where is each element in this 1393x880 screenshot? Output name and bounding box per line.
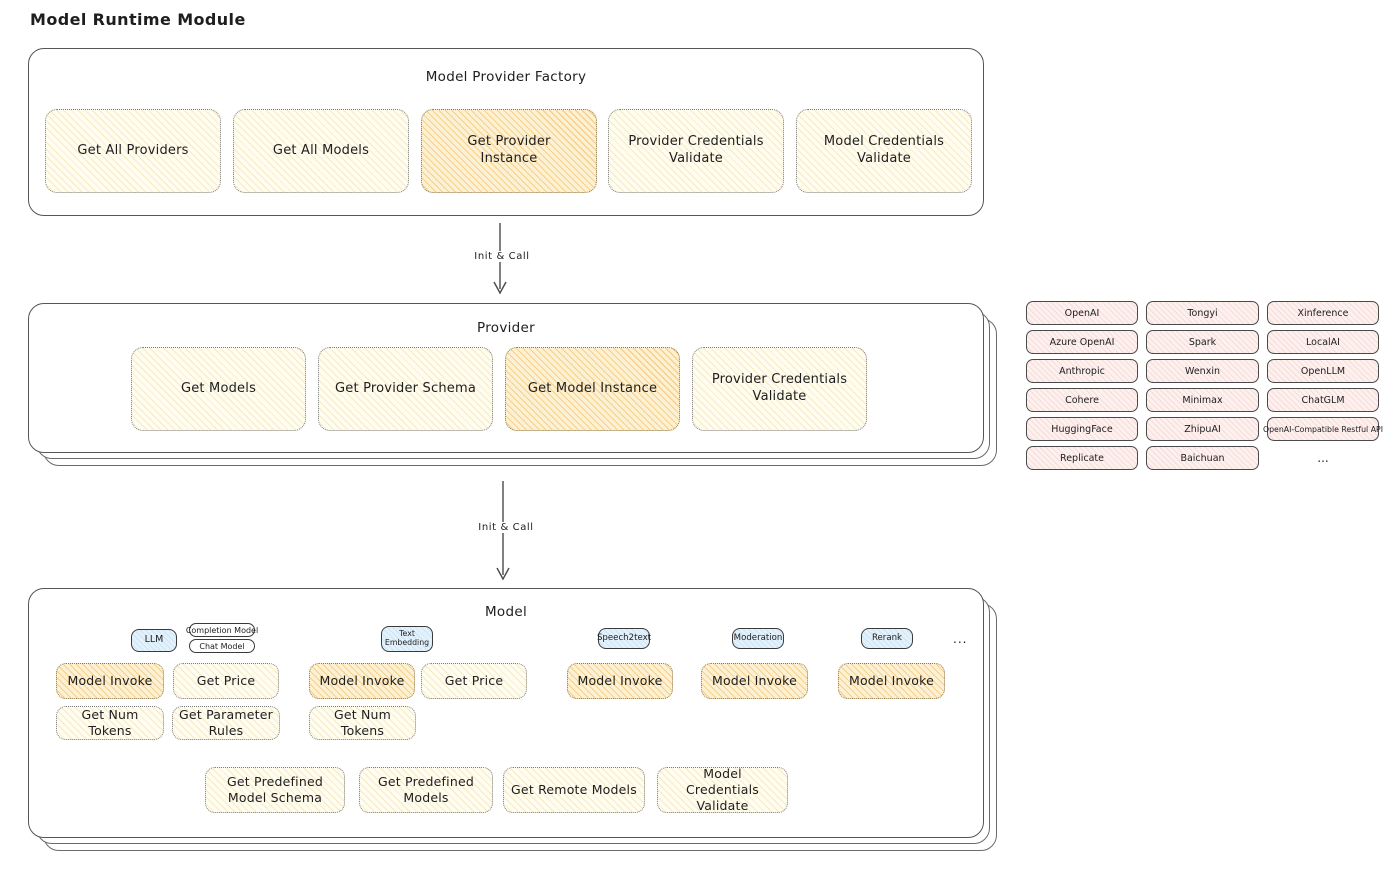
provider-chip-azure-openai: Azure OpenAI [1026,330,1138,354]
provider-chip-spark: Spark [1146,330,1259,354]
factory-title: Model Provider Factory [425,69,587,85]
get-models-button[interactable]: Get Models [131,347,306,431]
llm-get-price-button[interactable]: Get Price [173,663,279,699]
tab-rerank[interactable]: Rerank [861,628,913,649]
embedding-get-price-button[interactable]: Get Price [421,663,527,699]
provider-chip-localai: LocalAI [1267,330,1379,354]
provider-chip-replicate: Replicate [1026,446,1138,470]
embedding-get-num-tokens-button[interactable]: Get Num Tokens [309,706,416,740]
tab-llm[interactable]: LLM [131,629,177,652]
provider-title: Provider [477,320,535,336]
provider-list-more: ... [1317,451,1329,465]
get-all-providers-button[interactable]: Get All Providers [45,109,221,193]
provider-chip-xinference: Xinference [1267,301,1379,325]
provider-chip-openllm: OpenLLM [1267,359,1379,383]
model-panel: Model LLM Completion Model Chat Model Te… [28,588,984,838]
provider-chip-cohere: Cohere [1026,388,1138,412]
speech2text-model-invoke-button[interactable]: Model Invoke [567,663,673,699]
llm-get-parameter-rules-button[interactable]: Get Parameter Rules [172,706,280,740]
tab-text-embedding[interactable]: Text Embedding [381,626,433,652]
provider-credentials-validate-button-2[interactable]: Provider Credentials Validate [692,347,867,431]
provider-chip-baichuan: Baichuan [1146,446,1259,470]
get-model-instance-button[interactable]: Get Model Instance [505,347,680,431]
rerank-model-invoke-button[interactable]: Model Invoke [838,663,945,699]
provider-chip-minimax: Minimax [1146,388,1259,412]
llm-get-num-tokens-button[interactable]: Get Num Tokens [56,706,164,740]
llm-model-invoke-button[interactable]: Model Invoke [56,663,164,699]
factory-panel: Model Provider Factory Get All Providers… [28,48,984,216]
page-title: Model Runtime Module [30,10,246,29]
provider-chip-chatglm: ChatGLM [1267,388,1379,412]
tab-speech2text[interactable]: Speech2text [597,628,651,649]
init-call-label-2: Init & Call [459,522,553,533]
provider-chip-openai-compatible: OpenAI-Compatible Restful API [1263,417,1383,441]
moderation-model-invoke-button[interactable]: Model Invoke [701,663,808,699]
get-predefined-models-button[interactable]: Get Predefined Models [359,767,493,813]
tab-moderation[interactable]: Moderation [732,628,784,649]
provider-chip-zhipuai: ZhipuAI [1146,417,1259,441]
get-predefined-model-schema-button[interactable]: Get Predefined Model Schema [205,767,345,813]
provider-credentials-validate-button[interactable]: Provider Credentials Validate [608,109,784,193]
model-credentials-validate-button-2[interactable]: Model Credentials Validate [657,766,788,813]
model-title: Model [484,604,528,620]
provider-list: OpenAI Azure OpenAI Anthropic Cohere Hug… [1026,301,1383,470]
get-provider-schema-button[interactable]: Get Provider Schema [318,347,493,431]
tab-chat-model[interactable]: Chat Model [189,639,255,653]
provider-chip-wenxin: Wenxin [1146,359,1259,383]
provider-panel: Provider Get Models Get Provider Schema … [28,303,984,453]
provider-chip-openai: OpenAI [1026,301,1138,325]
embedding-model-invoke-button[interactable]: Model Invoke [309,663,415,699]
get-all-models-button[interactable]: Get All Models [233,109,409,193]
tab-completion-model[interactable]: Completion Model [186,623,258,637]
provider-chip-huggingface: HuggingFace [1026,417,1138,441]
provider-chip-tongyi: Tongyi [1146,301,1259,325]
get-provider-instance-button[interactable]: Get Provider Instance [421,109,597,193]
init-call-label-1: Init & Call [455,251,549,262]
model-credentials-validate-button[interactable]: Model Credentials Validate [796,109,972,193]
provider-chip-anthropic: Anthropic [1026,359,1138,383]
get-remote-models-button[interactable]: Get Remote Models [503,767,645,813]
model-tabs-more: ... [953,632,968,646]
